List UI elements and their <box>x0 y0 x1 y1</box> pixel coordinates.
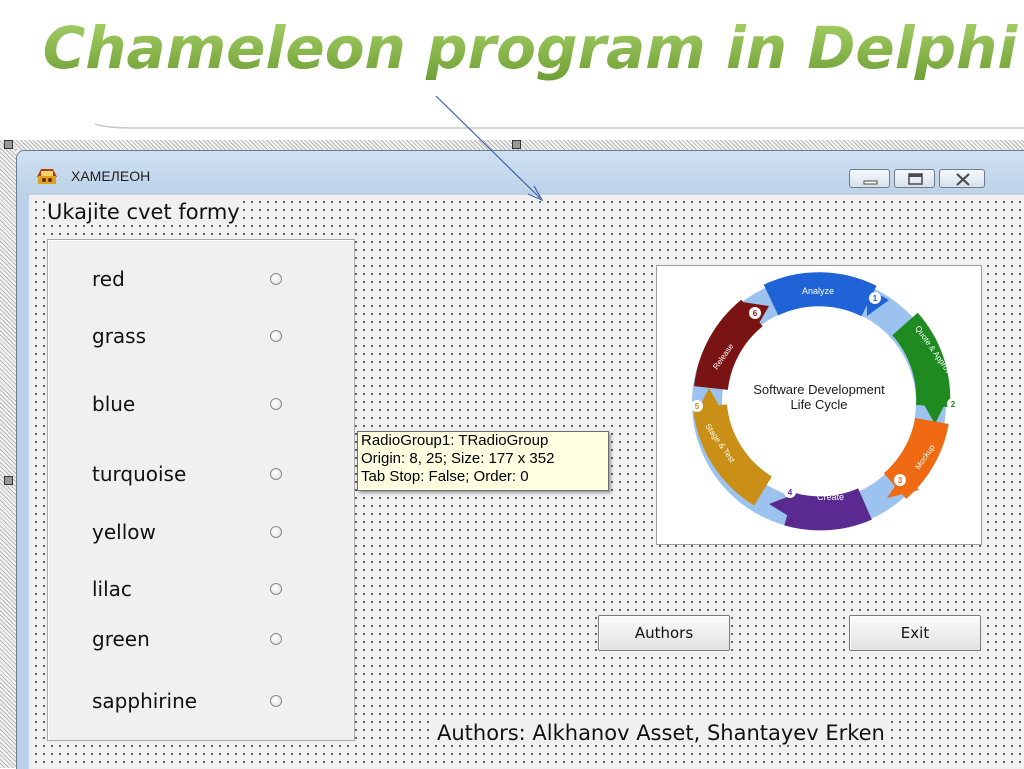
radio-item-sapphirine[interactable]: sapphirine <box>48 686 348 716</box>
radio-label: red <box>92 267 125 291</box>
sdlc-stage-number-3: 3 <box>898 476 903 485</box>
sdlc-stage-number-1: 1 <box>873 294 878 303</box>
radio-button-green[interactable] <box>270 633 282 645</box>
tooltip-line-tabstop: Tab Stop: False; Order: 0 <box>361 468 529 485</box>
sdlc-stage-label-analyze: Analyze <box>802 286 834 296</box>
radio-label: green <box>92 627 150 651</box>
minimize-button[interactable] <box>849 169 890 188</box>
radio-button-turquoise[interactable] <box>270 468 282 480</box>
maximize-icon <box>908 173 923 185</box>
minimize-icon <box>863 180 878 185</box>
sdlc-image: Software Development Life Cycle Analyze … <box>656 265 982 545</box>
window-titlebar[interactable]: ХАМЕЛЕОН <box>17 151 1024 195</box>
tooltip-line-origin: Origin: 8, 25; Size: 177 x 352 <box>361 450 555 467</box>
close-button[interactable] <box>939 169 985 188</box>
radio-item-blue[interactable]: blue <box>48 389 348 419</box>
radio-label: turquoise <box>92 462 187 486</box>
authors-button[interactable]: Authors <box>598 615 730 651</box>
callout-arrow <box>435 95 544 202</box>
radio-button-red[interactable] <box>270 273 282 285</box>
slide-title-text: Chameleon program in Delphi <box>43 14 1019 82</box>
window-title: ХАМЕЛЕОН <box>71 168 151 184</box>
resize-handle-top-middle[interactable] <box>512 140 521 149</box>
resize-handle-top-left[interactable] <box>4 140 13 149</box>
sdlc-diagram: Software Development Life Cycle Analyze … <box>691 272 959 531</box>
maximize-button[interactable] <box>894 169 935 188</box>
radio-item-lilac[interactable]: lilac <box>48 574 348 604</box>
radio-item-yellow[interactable]: yellow <box>48 517 348 547</box>
sdlc-stage-number-6: 6 <box>753 309 758 318</box>
authors-credit-label: Authors: Alkhanov Asset, Shantayev Erken <box>435 721 887 745</box>
sdlc-stage-number-4: 4 <box>788 488 793 497</box>
radio-label: lilac <box>92 577 132 601</box>
sdlc-stage-label-create: Create <box>817 492 844 502</box>
radio-button-yellow[interactable] <box>270 526 282 538</box>
prompt-label: Ukajite cvet formy <box>47 200 242 224</box>
sdlc-stage-number-2: 2 <box>951 400 956 409</box>
design-hint-tooltip: RadioGroup1: TRadioGroup Origin: 8, 25; … <box>357 431 609 491</box>
radio-item-turquoise[interactable]: turquoise <box>48 459 348 489</box>
slide-title: Chameleon program in Delphi <box>42 13 1019 83</box>
radio-label: blue <box>92 392 136 416</box>
radio-button-sapphirine[interactable] <box>270 695 282 707</box>
radio-item-red[interactable]: red <box>48 264 348 294</box>
title-underline <box>95 123 1024 129</box>
form-client-area: Ukajite cvet formy red grass blue turquo… <box>29 195 1024 769</box>
sdlc-stage-number-5: 5 <box>695 402 700 411</box>
designer-hatch-left <box>0 146 16 768</box>
radio-group-colors[interactable]: red grass blue turquoise yellow lilac <box>47 239 355 741</box>
exit-button[interactable]: Exit <box>849 615 981 651</box>
radio-item-green[interactable]: green <box>48 624 348 654</box>
close-icon <box>956 173 970 186</box>
resize-handle-left-middle[interactable] <box>4 476 13 485</box>
radio-item-grass[interactable]: grass <box>48 321 348 351</box>
form-window: ХАМЕЛЕОН Ukajite cvet formy red <box>16 150 1024 769</box>
radio-button-grass[interactable] <box>270 330 282 342</box>
sdlc-center-title-line1: Software Development <box>753 382 885 397</box>
chameleon-app-icon <box>37 169 57 184</box>
radio-label: yellow <box>92 520 156 544</box>
radio-label: grass <box>92 324 147 348</box>
tooltip-line-component: RadioGroup1: TRadioGroup <box>361 432 549 449</box>
radio-label: sapphirine <box>92 689 198 713</box>
radio-button-blue[interactable] <box>270 398 282 410</box>
radio-button-lilac[interactable] <box>270 583 282 595</box>
sdlc-center-title-line2: Life Cycle <box>790 397 847 412</box>
